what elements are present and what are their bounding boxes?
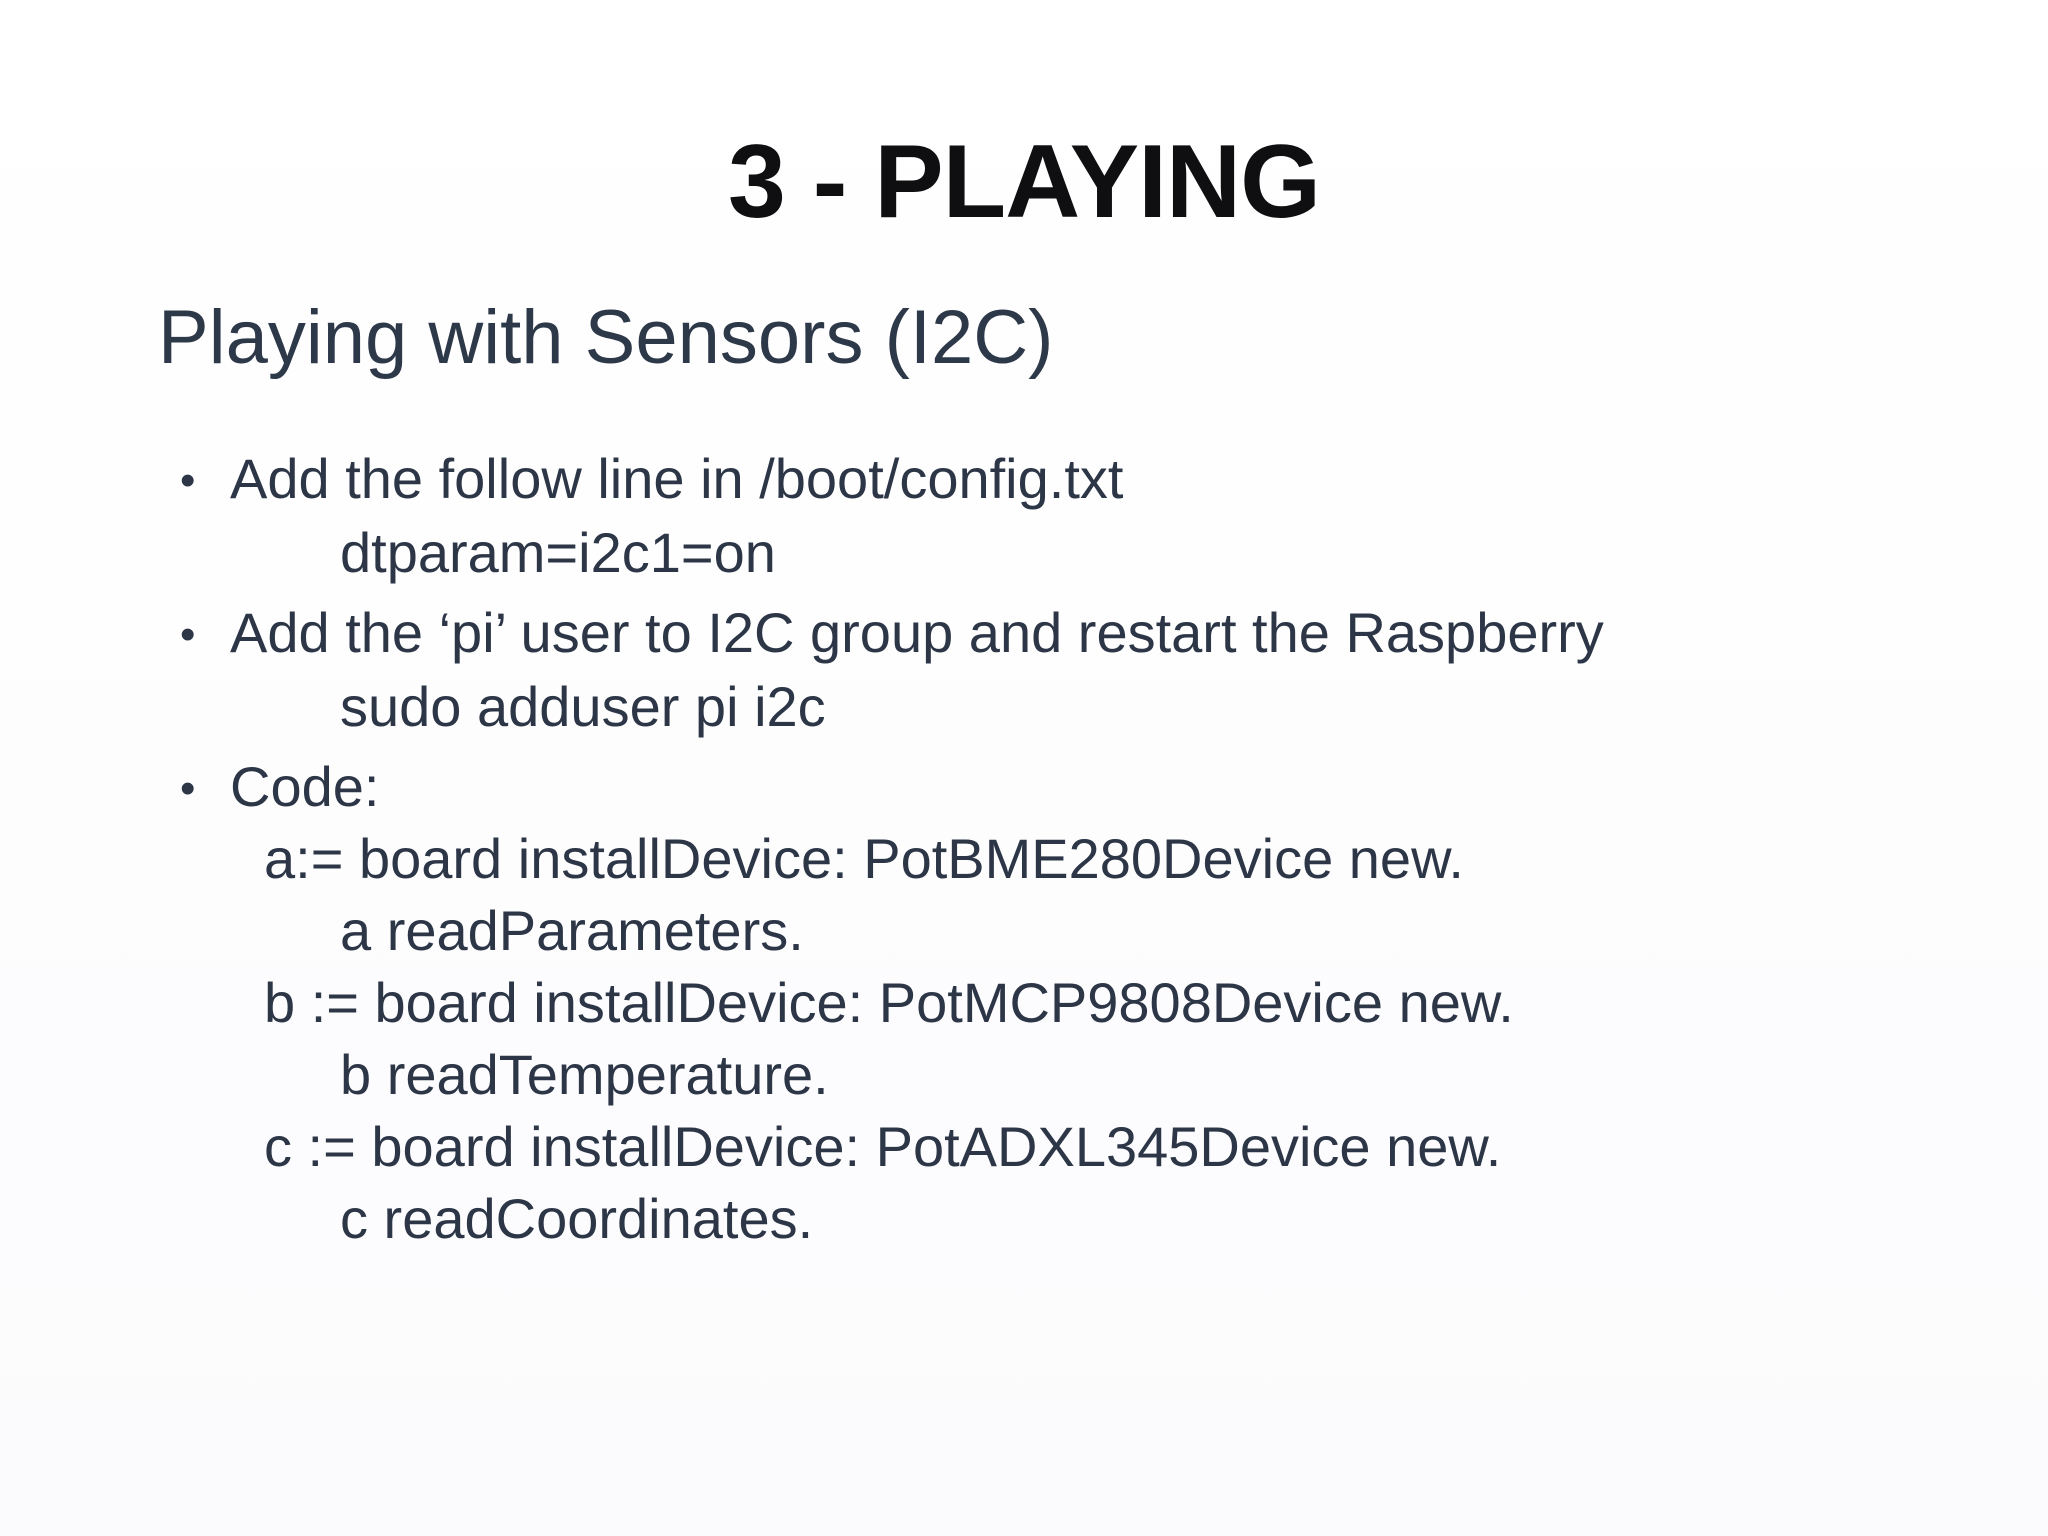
code-line: b readTemperature. [340, 1043, 829, 1106]
bullet-1-text: Add the follow line in /boot/config.txt [230, 447, 1124, 510]
bullet-dot: • [180, 610, 196, 659]
bullet-3-text: Code: [230, 755, 380, 818]
code-line: a readParameters. [340, 899, 804, 962]
bullet-dot: • [180, 456, 196, 505]
slide-title: 3 - PLAYING [728, 124, 1321, 240]
bullet-1-sub: dtparam=i2c1=on [340, 521, 776, 584]
code-line: a:= board installDevice: PotBME280Device… [264, 827, 1464, 890]
slide-subtitle: Playing with Sensors (I2C) [158, 295, 1054, 380]
bullet-2-sub: sudo adduser pi i2c [340, 675, 826, 738]
bullet-2-text: Add the ‘pi’ user to I2C group and resta… [230, 601, 1604, 664]
code-line: b := board installDevice: PotMCP9808Devi… [264, 971, 1514, 1034]
code-line: c readCoordinates. [340, 1187, 814, 1250]
code-line: c := board installDevice: PotADXL345Devi… [264, 1115, 1502, 1178]
bullet-dot: • [180, 764, 196, 813]
